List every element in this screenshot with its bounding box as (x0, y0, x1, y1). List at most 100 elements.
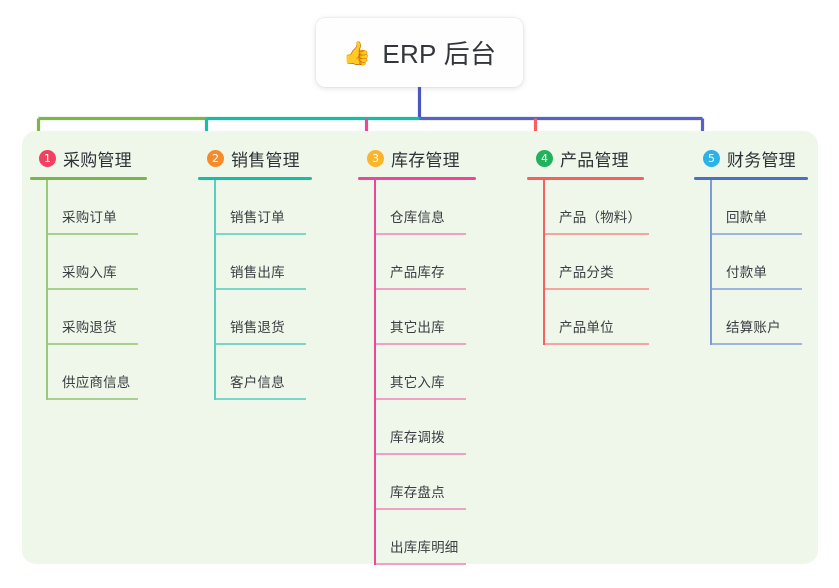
submodule-label: 采购退货 (62, 320, 117, 335)
module-number-badge: 4 (536, 149, 553, 167)
module-header-underline (527, 177, 644, 180)
module-header-3[interactable]: 3 库存管理 (358, 146, 476, 170)
submodule-item[interactable]: 供应商信息 (30, 345, 147, 400)
submodule-underline (376, 453, 466, 455)
submodule-item[interactable]: 采购退货 (30, 290, 147, 345)
submodule-underline (376, 398, 466, 400)
module-header-5[interactable]: 5 财务管理 (694, 146, 808, 170)
submodule-item[interactable]: 库存调拨 (358, 400, 476, 455)
submodule-item[interactable]: 产品单位 (527, 290, 649, 345)
submodule-underline (376, 343, 466, 345)
module-number-badge: 3 (367, 149, 384, 167)
root-node[interactable]: 👍 ERP 后台 (316, 18, 523, 87)
submodule-underline (376, 288, 466, 290)
submodule-item[interactable]: 库存盘点 (358, 455, 476, 510)
submodule-item[interactable]: 产品分类 (527, 235, 649, 290)
branch-trunk (46, 180, 49, 400)
module-column-4: 4 产品管理产品（物料） 产品分类产品单位 (527, 146, 649, 345)
module-header-1[interactable]: 1 采购管理 (30, 146, 147, 170)
module-column-1: 1 采购管理采购订单采购入库采购退货供应商信息 (30, 146, 147, 400)
submodule-list: 销售订单销售出库销售退货客户信息 (198, 180, 312, 400)
submodule-item[interactable]: 其它出库 (358, 290, 476, 345)
submodule-item[interactable]: 出库库明细 (358, 510, 476, 565)
module-header-label: 产品管理 (560, 150, 629, 170)
module-header-label: 采购管理 (63, 150, 132, 170)
submodule-label: 其它入库 (390, 375, 445, 390)
module-header-4[interactable]: 4 产品管理 (527, 146, 644, 170)
submodule-underline (376, 563, 466, 565)
submodule-underline (712, 288, 802, 290)
submodule-underline (712, 343, 802, 345)
submodule-underline (48, 233, 138, 235)
module-header-label: 财务管理 (727, 150, 796, 170)
submodule-item[interactable]: 回款单 (694, 180, 808, 235)
submodule-item[interactable]: 采购订单 (30, 180, 147, 235)
submodule-label: 客户信息 (230, 375, 285, 390)
submodule-item[interactable]: 其它入库 (358, 345, 476, 400)
submodule-underline (216, 233, 306, 235)
submodule-underline (376, 233, 466, 235)
module-number-badge: 2 (207, 149, 224, 167)
submodule-label: 产品分类 (559, 265, 614, 280)
submodule-label: 库存调拨 (390, 430, 445, 445)
module-column-5: 5 财务管理回款单付款单结算账户 (694, 146, 808, 345)
submodule-list: 回款单付款单结算账户 (694, 180, 808, 345)
module-number-badge: 5 (703, 149, 720, 167)
submodule-item[interactable]: 产品（物料） (527, 180, 649, 235)
submodule-underline (48, 343, 138, 345)
submodule-item[interactable]: 销售退货 (198, 290, 312, 345)
submodule-underline (376, 508, 466, 510)
submodule-underline (216, 288, 306, 290)
branch-trunk (710, 180, 713, 345)
module-header-label: 库存管理 (391, 150, 460, 170)
submodule-underline (48, 398, 138, 400)
submodule-list: 产品（物料） 产品分类产品单位 (527, 180, 649, 345)
submodule-label: 结算账户 (726, 320, 781, 335)
submodule-label: 产品库存 (390, 265, 445, 280)
submodule-label: 销售出库 (230, 265, 285, 280)
root-node-content: 👍 ERP 后台 (343, 34, 497, 71)
submodule-label: 采购入库 (62, 265, 117, 280)
submodule-item[interactable]: 销售订单 (198, 180, 312, 235)
branch-trunk (214, 180, 217, 400)
module-header-underline (198, 177, 312, 180)
module-header-underline (358, 177, 476, 180)
root-node-label: ERP 后台 (382, 39, 497, 69)
module-header-underline (694, 177, 808, 180)
submodule-item[interactable]: 销售出库 (198, 235, 312, 290)
thumbs-up-icon: 👍 (342, 40, 372, 66)
module-number-badge: 1 (39, 149, 56, 167)
branch-trunk (543, 180, 546, 345)
submodule-label: 产品单位 (559, 320, 614, 335)
submodule-item[interactable]: 产品库存 (358, 235, 476, 290)
submodule-item[interactable]: 结算账户 (694, 290, 808, 345)
submodule-list: 仓库信息产品库存其它出库其它入库库存调拨库存盘点出库库明细 (358, 180, 476, 565)
submodule-label: 库存盘点 (390, 485, 445, 500)
submodule-label: 采购订单 (62, 210, 117, 225)
submodule-label: 销售退货 (230, 320, 285, 335)
submodule-underline (712, 233, 802, 235)
submodule-label: 供应商信息 (62, 375, 131, 390)
submodule-underline (216, 343, 306, 345)
submodule-underline (545, 288, 649, 290)
submodule-item[interactable]: 采购入库 (30, 235, 147, 290)
submodule-item[interactable]: 仓库信息 (358, 180, 476, 235)
submodule-item[interactable]: 客户信息 (198, 345, 312, 400)
submodule-label: 回款单 (726, 210, 768, 225)
module-header-underline (30, 177, 147, 180)
submodule-label: 其它出库 (390, 320, 445, 335)
branch-trunk (374, 180, 377, 565)
submodule-underline (216, 398, 306, 400)
submodule-underline (545, 233, 649, 235)
diagram-panel (22, 131, 818, 564)
submodule-label: 付款单 (726, 265, 768, 280)
submodule-label: 销售订单 (230, 210, 285, 225)
submodule-label: 仓库信息 (390, 210, 445, 225)
submodule-item[interactable]: 付款单 (694, 235, 808, 290)
module-column-3: 3 库存管理仓库信息产品库存其它出库其它入库库存调拨库存盘点出库库明细 (358, 146, 476, 565)
submodule-underline (545, 343, 649, 345)
submodule-label: 出库库明细 (390, 540, 459, 555)
submodule-underline (48, 288, 138, 290)
